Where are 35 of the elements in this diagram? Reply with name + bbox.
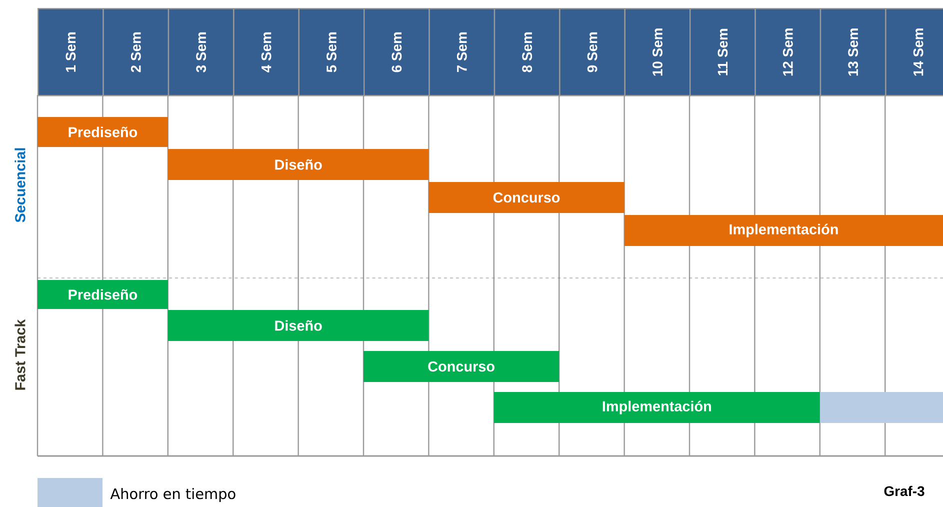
task-bar: [38, 117, 168, 147]
node-label: Implementación: [602, 400, 712, 414]
header-cell: 7 Sem: [428, 8, 496, 96]
header-cell: 5 Sem: [298, 8, 365, 96]
header-cell: 2 Sem: [102, 8, 170, 96]
row-label: Secuencial: [14, 148, 26, 222]
node-label: Diseño: [275, 159, 322, 170]
node-label: Implementación: [730, 224, 838, 238]
saving-bar: [820, 392, 943, 423]
node-label: Prediseño: [68, 289, 138, 300]
figure-number: Graf-3: [884, 486, 924, 496]
node-label: Concurso: [428, 361, 494, 372]
task-bar: [428, 182, 624, 213]
task-bar: [494, 392, 820, 423]
header-cell: 10 Sem: [624, 8, 691, 96]
header-cell: 13 Sem: [820, 8, 886, 96]
task-bar: [168, 310, 429, 341]
task-bar: [364, 351, 560, 382]
header-cell: 4 Sem: [233, 8, 300, 96]
header-cell: 1 Sem: [38, 8, 104, 96]
node-label: Concurso: [493, 192, 560, 203]
task-bar: [624, 215, 943, 246]
header-cell: 9 Sem: [559, 8, 626, 96]
header-cell: 6 Sem: [364, 8, 430, 96]
header-cell: 11 Sem: [690, 8, 756, 96]
node-label: Diseño: [275, 320, 322, 331]
node-label: Prediseño: [68, 126, 138, 138]
row-label: Fast Track: [14, 319, 26, 390]
task-bar: [38, 280, 168, 309]
header-cell: 3 Sem: [168, 8, 234, 96]
header-cell: 14 Sem: [885, 8, 943, 96]
task-bar: [168, 149, 429, 180]
header-cell: 8 Sem: [494, 8, 560, 96]
header-cell: 12 Sem: [754, 8, 822, 96]
legend-text: Ahorro en tiempo: [110, 488, 236, 502]
